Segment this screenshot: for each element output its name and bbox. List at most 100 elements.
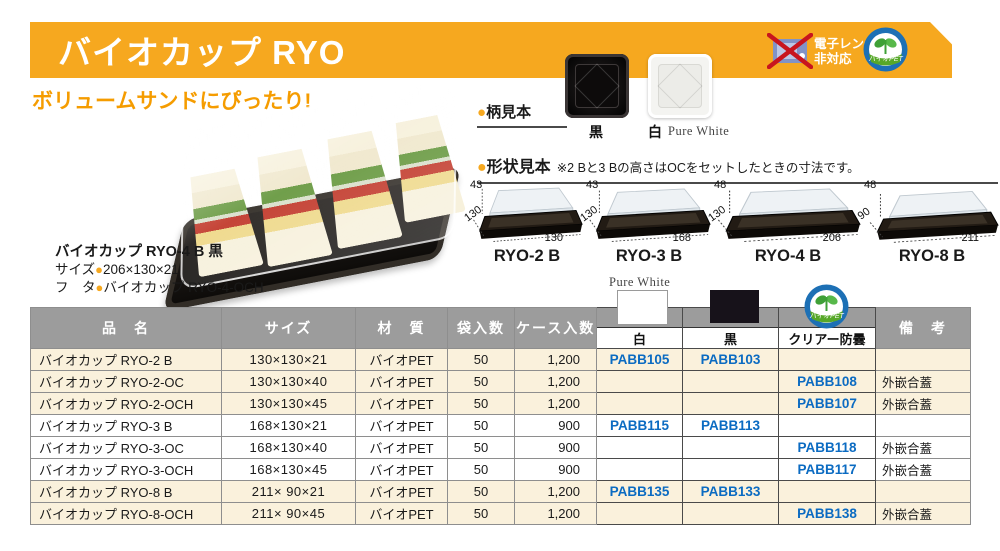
cell-note: 外嵌合蓋 xyxy=(875,436,971,459)
cell-size: 130×130×21 xyxy=(221,348,356,371)
cell-material: バイオPET xyxy=(355,414,448,437)
caption-lid-value: バイオカップ RYO-4-OCH xyxy=(103,280,264,295)
pattern-heading-text: 柄見本 xyxy=(486,104,532,121)
microwave-label-line2: 非対応 xyxy=(814,52,852,66)
cell-name: バイオカップ RYO-2-OC xyxy=(30,370,222,393)
cell-code-white: PABB115 xyxy=(596,414,683,437)
shape-heading-text: 形状見本 xyxy=(486,159,551,176)
cell-material: バイオPET xyxy=(355,458,448,481)
white-sample-label: 白 xyxy=(648,124,662,140)
bullet-icon: ● xyxy=(477,159,487,176)
pure-white-label: Pure White xyxy=(668,124,730,138)
cell-bag: 50 xyxy=(447,502,515,525)
cell-material: バイオPET xyxy=(355,480,448,503)
cell-bag: 50 xyxy=(447,348,515,371)
bullet-icon: ● xyxy=(95,262,103,277)
sample-inner xyxy=(575,64,619,108)
cell-note: 外嵌合蓋 xyxy=(875,502,971,525)
cell-code-white: PABB105 xyxy=(596,348,683,371)
cell-code-clear: PABB108 xyxy=(778,370,876,393)
cell-code-white xyxy=(596,502,683,525)
black-container-sample xyxy=(565,54,629,118)
cell-code-clear xyxy=(778,348,876,371)
white-container-sample xyxy=(648,54,712,118)
biopet-badge-label: バイオPET xyxy=(809,312,844,320)
container-diagram xyxy=(717,188,861,242)
cell-name: バイオカップ RYO-3-OC xyxy=(30,436,222,459)
dim-width: 206 xyxy=(822,232,841,244)
caption-product-name: バイオカップ RYO-4 B 黒 xyxy=(55,244,223,260)
cell-bag: 50 xyxy=(447,480,515,503)
black-sample-label: 黒 xyxy=(589,124,603,140)
cell-code-white xyxy=(596,370,683,393)
cell-case: 1,200 xyxy=(514,370,597,393)
shape-section-heading: ●形状見本 ※2 Bと3 Bの高さはOCをセットしたときの寸法です。 xyxy=(477,153,998,184)
cell-code-white xyxy=(596,436,683,459)
cell-code-black xyxy=(682,502,779,525)
table-row: バイオカップ RYO-2-OC 130×130×40 バイオPET 50 1,2… xyxy=(30,370,971,393)
cell-note: 外嵌合蓋 xyxy=(875,370,971,393)
cell-case: 1,200 xyxy=(514,348,597,371)
caption-lid-line: フ タ●バイオカップ RYO-4-OCH xyxy=(55,279,264,297)
dim-height: 43 xyxy=(470,179,483,191)
container-diagram xyxy=(473,187,583,242)
bullet-icon: ● xyxy=(95,280,104,295)
dim-width: 130 xyxy=(544,232,563,244)
cell-bag: 50 xyxy=(447,370,515,393)
caption-size-value: 206×130×21 xyxy=(102,262,179,277)
cell-case: 1,200 xyxy=(514,480,597,503)
header-material: 材 質 xyxy=(355,307,448,349)
cell-bag: 50 xyxy=(447,458,515,481)
header-note: 備 考 xyxy=(875,307,971,349)
cell-case: 1,200 xyxy=(514,392,597,415)
cell-note xyxy=(875,414,971,437)
black-color-swatch xyxy=(710,290,759,323)
header-bag-count: 袋入数 xyxy=(447,307,515,349)
shape-name: RYO-8 B xyxy=(898,247,966,265)
cell-bag: 50 xyxy=(447,436,515,459)
table-row: バイオカップ RYO-3 B 168×130×21 バイオPET 50 900 … xyxy=(30,414,971,437)
cell-name: バイオカップ RYO-2 B xyxy=(30,348,222,371)
bullet-icon: ● xyxy=(477,104,487,121)
sample-inner xyxy=(658,64,702,108)
tagline: ボリュームサンドにぴったり! xyxy=(32,90,312,113)
cell-code-black: PABB133 xyxy=(682,480,779,503)
cell-code-black xyxy=(682,370,779,393)
cell-size: 168×130×45 xyxy=(221,458,356,481)
header-name: 品 名 xyxy=(30,307,222,349)
header-size: サイズ xyxy=(221,307,356,349)
shape-item-ryo-3b: 43 130 168 RYO-3 B xyxy=(578,179,711,266)
microwave-label-line1: 電子レンジ xyxy=(814,37,877,51)
shape-name: RYO-4 B xyxy=(754,247,822,265)
table-row: バイオカップ RYO-2-OCH 130×130×45 バイオPET 50 1,… xyxy=(30,392,971,415)
cell-material: バイオPET xyxy=(355,370,448,393)
cell-size: 168×130×40 xyxy=(221,436,356,459)
cell-code-white xyxy=(596,458,683,481)
cell-material: バイオPET xyxy=(355,502,448,525)
cell-name: バイオカップ RYO-8 B xyxy=(30,480,222,503)
dim-height: 43 xyxy=(586,179,599,191)
microwave-not-compatible-icon xyxy=(767,33,813,69)
shape-name: RYO-3 B xyxy=(615,247,683,265)
cell-code-black xyxy=(682,458,779,481)
table-row: バイオカップ RYO-2 B 130×130×21 バイオPET 50 1,20… xyxy=(30,348,971,371)
header-case-count: ケース入数 xyxy=(514,307,597,349)
cell-code-white xyxy=(596,392,683,415)
cell-code-black: PABB103 xyxy=(682,348,779,371)
pure-white-column-note: Pure White xyxy=(609,275,671,289)
cell-name: バイオカップ RYO-3 B xyxy=(30,414,222,437)
page-title: バイオカップ RYO xyxy=(58,34,346,71)
shape-section-note: ※2 Bと3 Bの高さはOCをセットしたときの寸法です。 xyxy=(556,161,860,175)
cell-material: バイオPET xyxy=(355,436,448,459)
microwave-not-compatible-label: 電子レンジ 非対応 xyxy=(814,37,877,67)
dim-width: 168 xyxy=(672,232,691,244)
caption-lid-label: フ タ xyxy=(55,280,96,295)
cell-code-clear: PABB138 xyxy=(778,502,876,525)
shape-item-ryo-2b: 43 130 130 RYO-2 B xyxy=(462,179,583,266)
table-row: バイオカップ RYO-8-OCH 211× 90×45 バイオPET 50 1,… xyxy=(30,502,971,525)
shape-name: RYO-2 B xyxy=(493,247,561,265)
cell-code-black xyxy=(682,436,779,459)
cell-code-black xyxy=(682,392,779,415)
table-row: バイオカップ RYO-3-OCH 168×130×45 バイオPET 50 90… xyxy=(30,458,971,481)
product-spec-table: 品 名 サイズ 材 質 袋入数 ケース入数 白 黒 クリアー防曇 備 考 バイオ… xyxy=(30,307,971,525)
